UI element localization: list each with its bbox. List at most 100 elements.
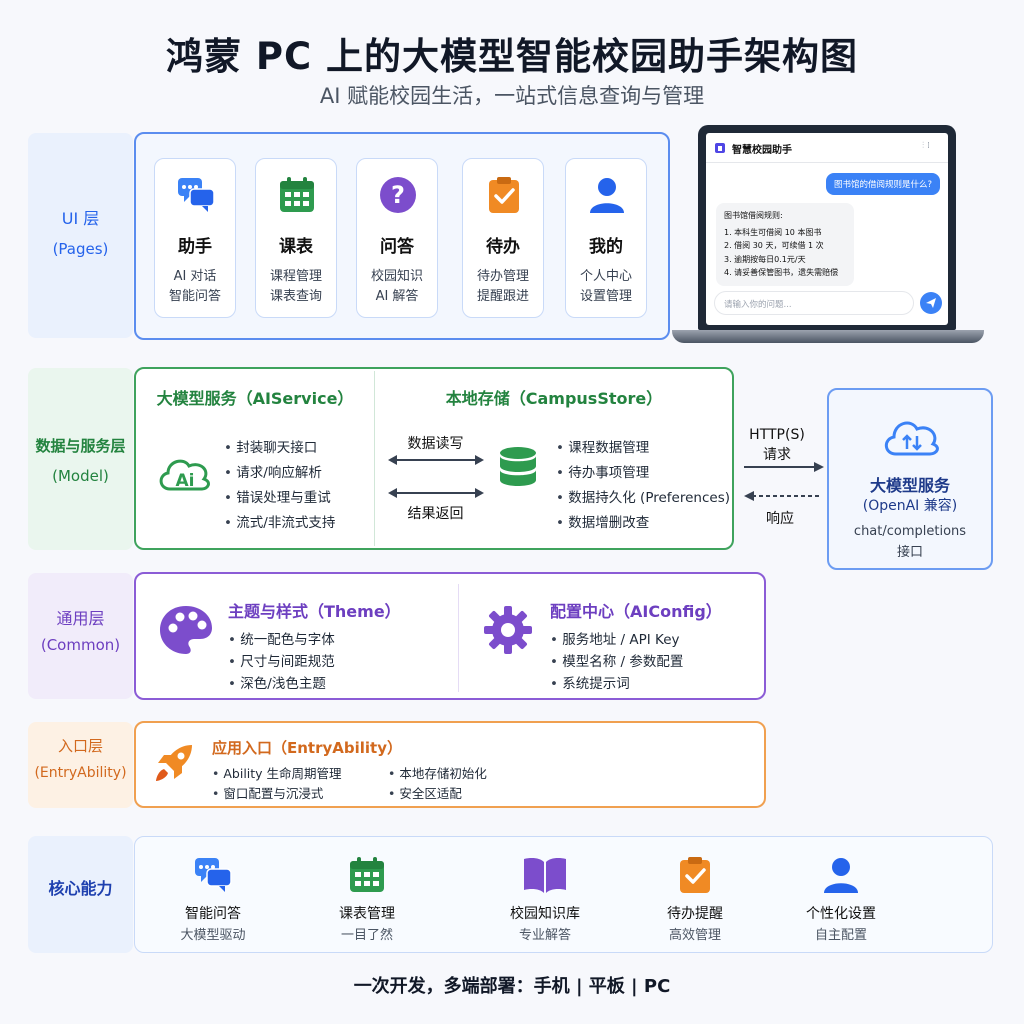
- entry-item: 安全区适配: [388, 783, 462, 802]
- core-item-title: 待办提醒: [667, 906, 723, 922]
- bot-message-bubble: 图书馆借阅规则: 1. 本科生可借阅 10 本图书 2. 借阅 30 天，可续借…: [716, 203, 854, 286]
- campus-logo-icon: [715, 143, 725, 153]
- ui-card-mine[interactable]: 我的 个人中心 设置管理: [565, 158, 647, 318]
- theme-item: 尺寸与间距规范: [228, 650, 335, 670]
- store-item: 课程数据管理: [556, 436, 649, 456]
- ui-card-schedule[interactable]: 课表 课程管理 课表查询: [255, 158, 337, 318]
- ui-card-desc: 提醒跟进: [476, 289, 529, 304]
- laptop-app-window: 智慧校园助手 ⫶ ⁞ 图书馆的借阅规则是什么? 图书馆借阅规则: 1. 本科生可…: [706, 133, 948, 325]
- question-icon: ?: [380, 177, 416, 213]
- core-item-todo[interactable]: 待办提醒 高效管理: [645, 837, 745, 952]
- config-item: 系统提示词: [550, 672, 630, 692]
- ui-card-desc: 待办管理: [476, 269, 529, 284]
- theme-item: 统一配色与字体: [228, 628, 335, 648]
- core-item-sub: 自主配置: [814, 928, 867, 943]
- core-item-qa[interactable]: 智能问答 大模型驱动: [163, 837, 263, 952]
- ui-card-title: 助手: [178, 237, 212, 257]
- common-layer-band: [28, 573, 133, 699]
- svg-text:?: ?: [391, 181, 405, 209]
- entry-layer-panel: 应用入口（EntryAbility） Ability 生命周期管理 窗口配置与沉…: [134, 721, 766, 808]
- bot-message-heading: 图书馆借阅规则:: [724, 211, 783, 220]
- core-item-title: 课表管理: [339, 906, 395, 922]
- ui-card-title: 问答: [380, 237, 414, 257]
- common-layer-sublabel: (Common): [40, 636, 121, 654]
- user-icon: [590, 178, 624, 213]
- ui-card-desc: 课程管理: [269, 269, 322, 284]
- entry-title: 应用入口（EntryAbility）: [212, 739, 402, 757]
- window-controls-icon[interactable]: ⫶ ⁞: [922, 141, 930, 151]
- ui-layer-label: UI 层: [61, 209, 100, 228]
- ai-service-item: 错误处理与重试: [224, 486, 331, 506]
- core-item-title: 校园知识库: [510, 906, 580, 922]
- theme-title: 主题与样式（Theme）: [228, 602, 401, 621]
- config-item: 模型名称 / 参数配置: [550, 650, 683, 670]
- chat-icon: [195, 858, 232, 892]
- entry-item: 本地存储初始化: [388, 763, 487, 782]
- core-label: 核心能力: [48, 879, 113, 898]
- double-arrow-icon: [388, 488, 484, 498]
- core-item-sub: 大模型驱动: [180, 928, 246, 943]
- ui-layer-sublabel: (Pages): [52, 240, 109, 258]
- core-item-sub: 一目了然: [340, 928, 393, 943]
- external-service-title: 大模型服务: [869, 476, 950, 495]
- ui-layer-panel: 助手 AI 对话 智能问答 课表 课程管理 课表查询 ? 问答 校园知识 AI …: [134, 132, 670, 340]
- bot-message-line: 1. 本科生可借阅 10 本图书: [724, 227, 822, 237]
- ui-card-desc: 课表查询: [269, 289, 322, 304]
- core-panel: 智能问答 大模型驱动 课表管理 一目了然 校园知识库 专业解答 待办提醒 高效管…: [134, 836, 993, 953]
- external-service-endpoint: chat/completions: [853, 524, 967, 539]
- entry-item: Ability 生命周期管理: [212, 763, 341, 782]
- ui-card-qa[interactable]: ? 问答 校园知识 AI 解答: [356, 158, 438, 318]
- config-title: 配置中心（AIConfig）: [550, 602, 722, 621]
- data-layer-panel: 大模型服务（AIService） Ai 封装聊天接口 请求/响应解析 错误处理与…: [134, 367, 734, 550]
- ui-card-todo[interactable]: 待办 待办管理 提醒跟进: [462, 158, 544, 318]
- arrow-read-write-label: 数据读写: [407, 436, 464, 452]
- ai-service-title: 大模型服务（AIService）: [156, 389, 354, 408]
- core-item-schedule[interactable]: 课表管理 一目了然: [317, 837, 417, 952]
- core-item-sub: 专业解答: [518, 928, 571, 943]
- book-icon: [524, 858, 566, 893]
- double-arrow-icon: [388, 455, 484, 465]
- external-service-endpoint-suffix: 接口: [896, 545, 923, 560]
- ui-card-desc: AI 对话: [173, 269, 217, 284]
- ui-card-title: 待办: [486, 237, 520, 257]
- ai-service-item: 封装聊天接口: [224, 436, 317, 456]
- http-label: HTTP(S): [749, 427, 805, 443]
- data-layer-sublabel: (Model): [52, 467, 109, 485]
- request-label: 请求: [763, 447, 791, 463]
- common-layer-label: 通用层: [56, 609, 105, 628]
- store-item: 数据增删改查: [556, 511, 649, 531]
- ui-card-desc: 校园知识: [370, 269, 423, 284]
- ui-card-desc: 个人中心: [579, 269, 632, 284]
- rocket-icon: [156, 745, 192, 781]
- theme-item: 深色/浅色主题: [228, 672, 326, 692]
- response-label: 响应: [766, 511, 794, 527]
- bot-message-line: 4. 请妥善保管图书，遗失需赔偿: [724, 268, 839, 277]
- send-icon: [926, 298, 936, 308]
- gear-icon: [484, 606, 532, 654]
- ui-card-desc: AI 解答: [375, 289, 419, 304]
- bot-message-line: 3. 逾期按每日0.1元/天: [724, 254, 806, 264]
- footer-tagline: 一次开发，多端部署：手机 | 平板 | PC: [353, 976, 671, 997]
- chat-input[interactable]: 请输入你的问题...: [714, 291, 914, 315]
- divider: [458, 584, 459, 692]
- send-button[interactable]: [920, 292, 942, 314]
- common-layer-panel: 主题与样式（Theme） 统一配色与字体 尺寸与间距规范 深色/浅色主题 配置中…: [134, 572, 766, 700]
- ui-layer-band: [28, 133, 133, 338]
- ai-cloud-icon: Ai: [159, 459, 210, 491]
- ui-card-assistant[interactable]: 助手 AI 对话 智能问答: [154, 158, 236, 318]
- laptop-base: [672, 330, 984, 343]
- entry-layer-sublabel: (EntryAbility): [34, 765, 127, 781]
- core-item-title: 个性化设置: [806, 906, 876, 922]
- data-layer-label: 数据与服务层: [35, 437, 126, 455]
- ui-card-desc: 智能问答: [168, 289, 221, 304]
- external-llm-service-panel: 大模型服务 (OpenAI 兼容) chat/completions 接口: [827, 388, 993, 570]
- ai-service-item: 请求/响应解析: [224, 461, 322, 481]
- clipboard-check-icon: [489, 177, 519, 213]
- core-item-settings[interactable]: 个性化设置 自主配置: [791, 837, 891, 952]
- user-message-bubble: 图书馆的借阅规则是什么?: [825, 173, 940, 195]
- palette-icon: [160, 606, 212, 654]
- page-title: 鸿蒙 PC 上的大模型智能校园助手架构图: [165, 35, 859, 78]
- user-icon: [824, 858, 858, 893]
- request-arrow-icon: [744, 462, 824, 472]
- core-item-knowledge[interactable]: 校园知识库 专业解答: [495, 837, 595, 952]
